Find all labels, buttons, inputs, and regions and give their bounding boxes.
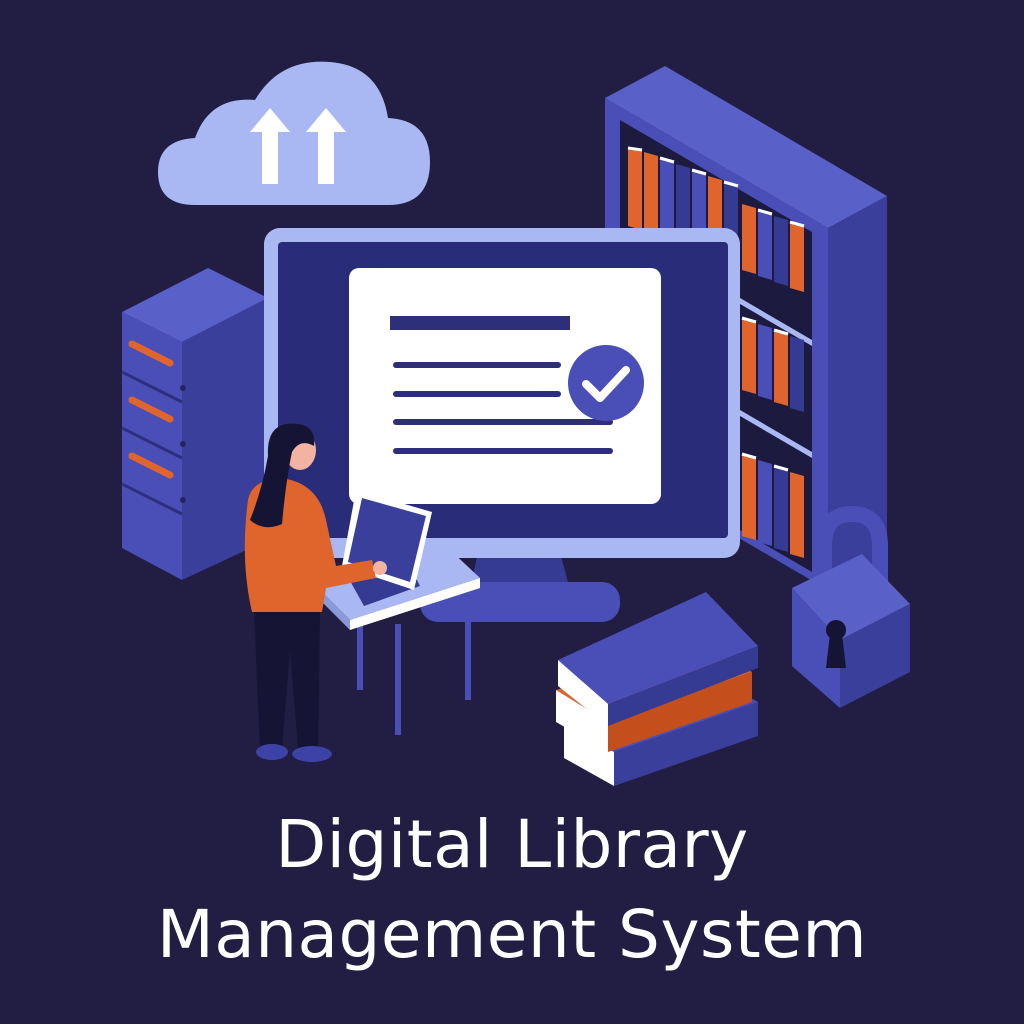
padlock-icon xyxy=(792,505,910,708)
server-icon xyxy=(121,268,268,580)
check-circle-icon xyxy=(568,345,644,421)
monitor xyxy=(264,228,740,622)
book-stack-icon xyxy=(556,592,758,786)
document-card xyxy=(349,268,661,504)
cloud-upload-icon xyxy=(158,61,430,205)
title-line-2: Management System xyxy=(156,896,868,973)
title-line-1: Digital Library xyxy=(275,806,749,883)
person-icon xyxy=(244,423,387,762)
